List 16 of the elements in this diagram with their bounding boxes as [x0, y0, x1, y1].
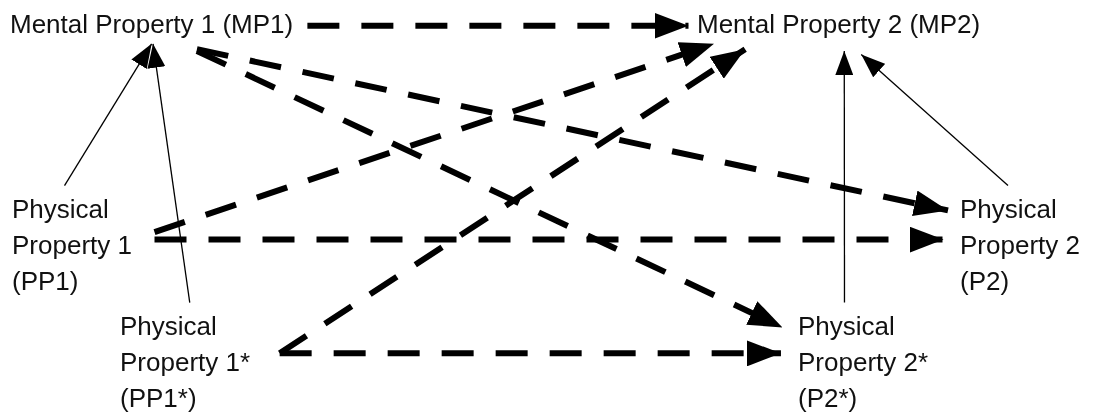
arrow: [278, 46, 747, 356]
node-label: Physical Property 1 (PP1): [12, 193, 133, 298]
arrow: [835, 50, 854, 304]
arrow: [196, 46, 949, 216]
node-label: Mental Property 1 (MP1): [10, 8, 294, 41]
arrow: [307, 12, 689, 39]
node-label: Physical Property 2* (P2*): [798, 310, 930, 415]
arrow: [153, 40, 715, 235]
arrow: [147, 43, 191, 304]
node-label: Physical Property 2 (P2): [960, 193, 1081, 298]
arrow: [63, 43, 153, 187]
arrow: [860, 53, 1009, 187]
node-label: Physical Property 1* (PP1*): [120, 310, 252, 415]
node-label: Mental Property 2 (MP2): [697, 8, 981, 41]
arrow: [279, 340, 781, 367]
arrow: [154, 226, 944, 253]
